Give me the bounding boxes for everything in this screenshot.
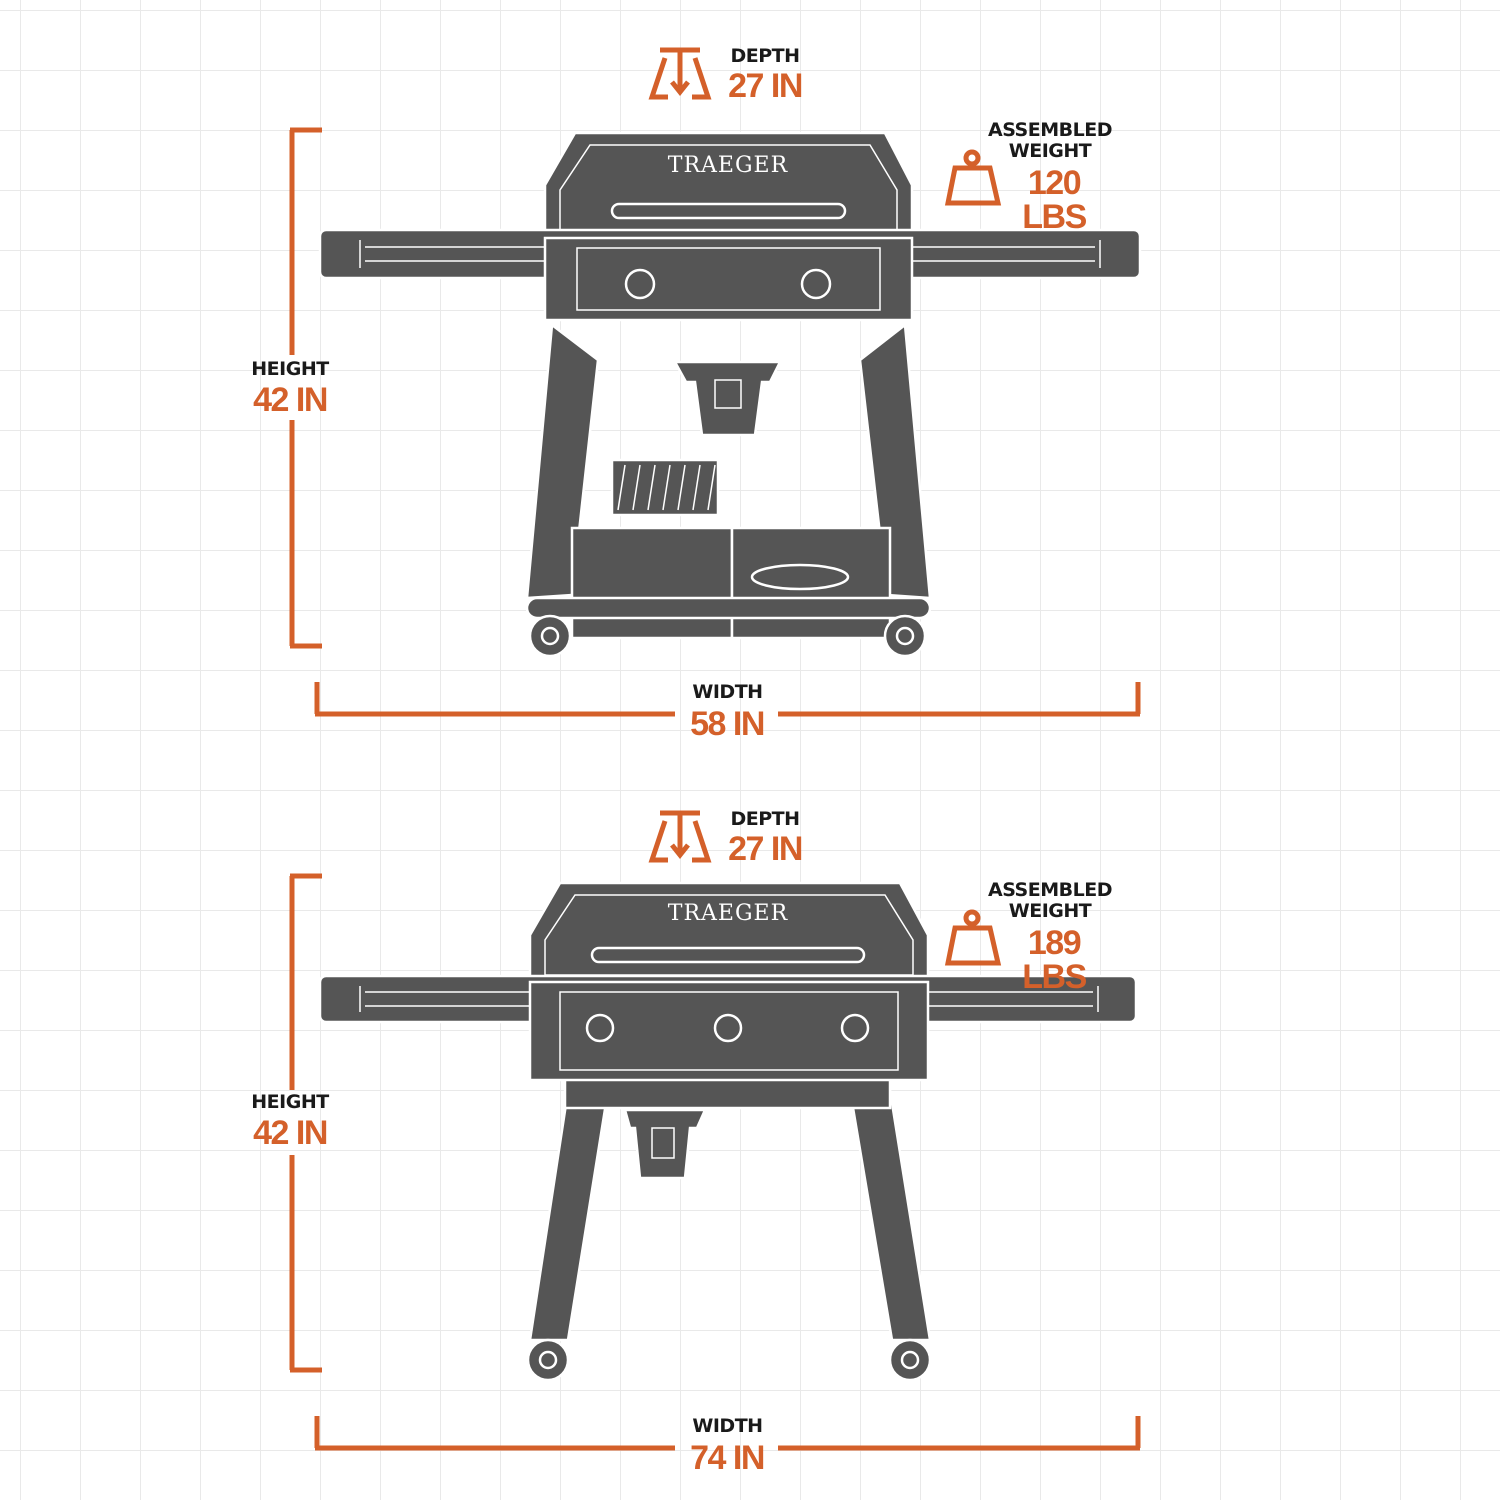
width-value: 74 IN bbox=[690, 1439, 765, 1477]
grill-spec-panel-2: TRAEGER DEPTH 27 IN ASSEMBLED WEIGHT 189… bbox=[0, 760, 1500, 1500]
depth-label: DEPTH bbox=[730, 45, 800, 67]
weight-icon bbox=[944, 149, 1002, 206]
depth-label: DEPTH bbox=[730, 808, 800, 830]
weight-label-line2: WEIGHT bbox=[1008, 140, 1092, 162]
brand-logo: TRAEGER bbox=[668, 901, 789, 926]
grill-illustration bbox=[318, 131, 1142, 658]
height-label: HEIGHT bbox=[251, 1091, 329, 1113]
width-value: 58 IN bbox=[690, 705, 765, 743]
height-value: 42 IN bbox=[253, 1114, 328, 1152]
height-value: 42 IN bbox=[253, 381, 328, 419]
weight-value: 189 LBS bbox=[1022, 924, 1087, 996]
grill-drawing-1: TRAEGER bbox=[289, 47, 1142, 717]
height-label: HEIGHT bbox=[251, 358, 329, 380]
depth-icon bbox=[648, 47, 712, 100]
height-bracket bbox=[289, 127, 322, 649]
height-bracket bbox=[289, 873, 322, 1373]
grill-drawing-2: TRAEGER bbox=[289, 810, 1141, 1451]
depth-value: 27 IN bbox=[728, 67, 803, 105]
brand-logo: TRAEGER bbox=[668, 153, 789, 178]
weight-value: 120 LBS bbox=[1022, 164, 1087, 236]
weight-icon bbox=[944, 909, 1002, 966]
weight-label-line1: ASSEMBLED bbox=[988, 879, 1112, 901]
grill-illustration bbox=[318, 881, 1138, 1382]
width-label: WIDTH bbox=[692, 681, 763, 703]
width-label: WIDTH bbox=[692, 1415, 763, 1437]
depth-value: 27 IN bbox=[728, 830, 803, 868]
width-bracket bbox=[314, 1416, 1141, 1451]
width-bracket bbox=[314, 682, 1141, 717]
depth-icon bbox=[648, 810, 712, 863]
grill-spec-panel-1: TRAEGER DEPTH 27 IN ASSEMBLED WEIGHT 120… bbox=[251, 45, 1142, 743]
weight-label-line2: WEIGHT bbox=[1008, 900, 1092, 922]
weight-label-line1: ASSEMBLED bbox=[988, 119, 1112, 141]
